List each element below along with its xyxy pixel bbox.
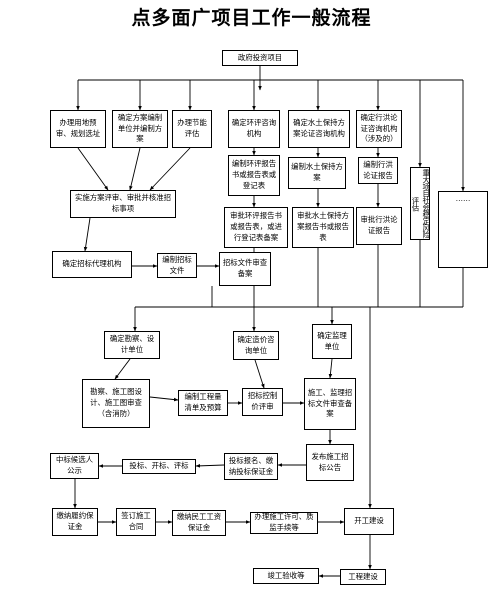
box-price-control: 招标控制价评审 (242, 388, 283, 416)
box-winner: 中标候选人公示 (50, 453, 99, 479)
box-survey-unit: 确定勘察、设计单位 (104, 331, 160, 359)
box-swc-agency: 确定水土保持方案论证咨询机构 (288, 110, 350, 148)
box-plan-review: 实施方案评审、审批并核准招标事项 (70, 190, 176, 218)
box-wage-deposit: 缴纳民工工资保证金 (172, 510, 226, 536)
box-ellipsis: …… (438, 191, 488, 268)
box-cost-unit: 确定造价咨询单位 (233, 331, 279, 360)
box-gov-invest: 政府投资项目 (222, 50, 298, 66)
box-flood-approval: 审批行洪论证报告 (356, 207, 402, 245)
box-bill-quantities: 编制工程量清单及预算 (178, 390, 228, 416)
box-stability: 重大项目社会稳定风险评估 (410, 167, 431, 240)
box-contract: 签订施工合同 (116, 508, 156, 536)
box-flood-agency: 确定行洪论证咨询机构（涉及的） (356, 110, 402, 148)
box-start: 开工建设 (344, 508, 394, 535)
box-swc-approval: 审批水土保持方案报告书或报告表 (292, 207, 354, 248)
box-bid-deposit: 投标报名、缴纳投标保证金 (224, 453, 278, 480)
box-publish-notice: 发布施工招标公告 (306, 444, 354, 481)
box-swc-plan: 编制水土保持方案 (288, 157, 346, 189)
box-eia-report: 编制环评报告书或报告表或登记表 (228, 155, 280, 196)
box-eia-approval: 审批环评报告书或报告表，或进行登记表备案 (224, 207, 288, 248)
box-tender-filing: 招标文件审查备案 (219, 252, 271, 286)
box-energy: 办理节能评估 (172, 110, 212, 148)
box-design-unit: 确定方案编制单位并编制方案 (112, 110, 168, 148)
box-construction-tender: 施工、监理招标文件审查备案 (304, 378, 356, 430)
box-perf-deposit: 缴纳履约保证金 (52, 508, 98, 536)
box-flood-report: 编制行洪论证报告 (358, 157, 398, 184)
page-title: 点多面广项目工作一般流程 (131, 7, 372, 29)
box-build: 工程建设 (340, 569, 386, 585)
box-tender-docs: 编制招标文件 (157, 253, 197, 278)
box-tender-agent: 确定招标代理机构 (52, 251, 132, 278)
box-land: 办理用地预审、规划选址 (50, 110, 106, 148)
box-supervision-unit: 确定监理单位 (312, 324, 352, 359)
box-bid-open: 投标、开标、评标 (122, 459, 196, 474)
box-drawing-review: 勘察、施工图设计、施工图审查（含消防） (82, 379, 150, 428)
box-eia-agency: 确定环评咨询机构 (228, 110, 280, 148)
box-permit: 办理施工许可、质监手续等 (250, 512, 318, 534)
box-acceptance: 竣工验收等 (253, 568, 319, 584)
